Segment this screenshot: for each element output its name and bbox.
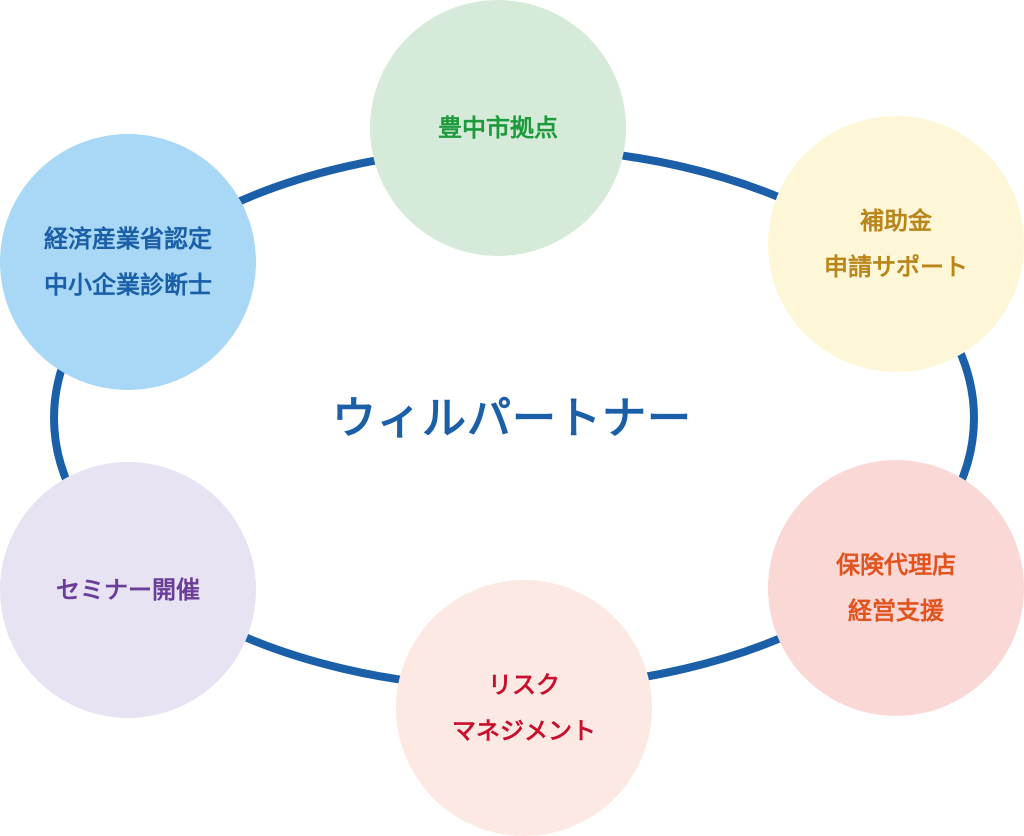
- node-subsidy-support: 補助金 申請サポート: [768, 116, 1024, 372]
- node-label-line: リスク: [488, 671, 560, 699]
- node-label-line: 補助金: [860, 207, 932, 235]
- node-label-line: マネジメント: [452, 717, 596, 745]
- node-risk-management: リスク マネジメント: [396, 580, 652, 836]
- node-seminar: セミナー開催: [0, 462, 256, 718]
- node-sme-consultant: 経済産業省認定 中小企業診断士: [0, 134, 256, 390]
- node-label-line: 保険代理店: [836, 551, 956, 579]
- node-label-line: 中小企業診断士: [44, 271, 212, 299]
- node-label-line: セミナー開催: [56, 576, 200, 604]
- node-toyonaka-base: 豊中市拠点: [370, 0, 626, 256]
- node-label-line: 豊中市拠点: [438, 114, 558, 142]
- node-label-line: 申請サポート: [824, 253, 968, 281]
- node-label-line: 経営支援: [848, 597, 944, 625]
- node-insurance-agency-support: 保険代理店 経営支援: [768, 460, 1024, 716]
- node-label-line: 経済産業省認定: [44, 225, 212, 253]
- center-title: ウィルパートナー: [332, 393, 692, 444]
